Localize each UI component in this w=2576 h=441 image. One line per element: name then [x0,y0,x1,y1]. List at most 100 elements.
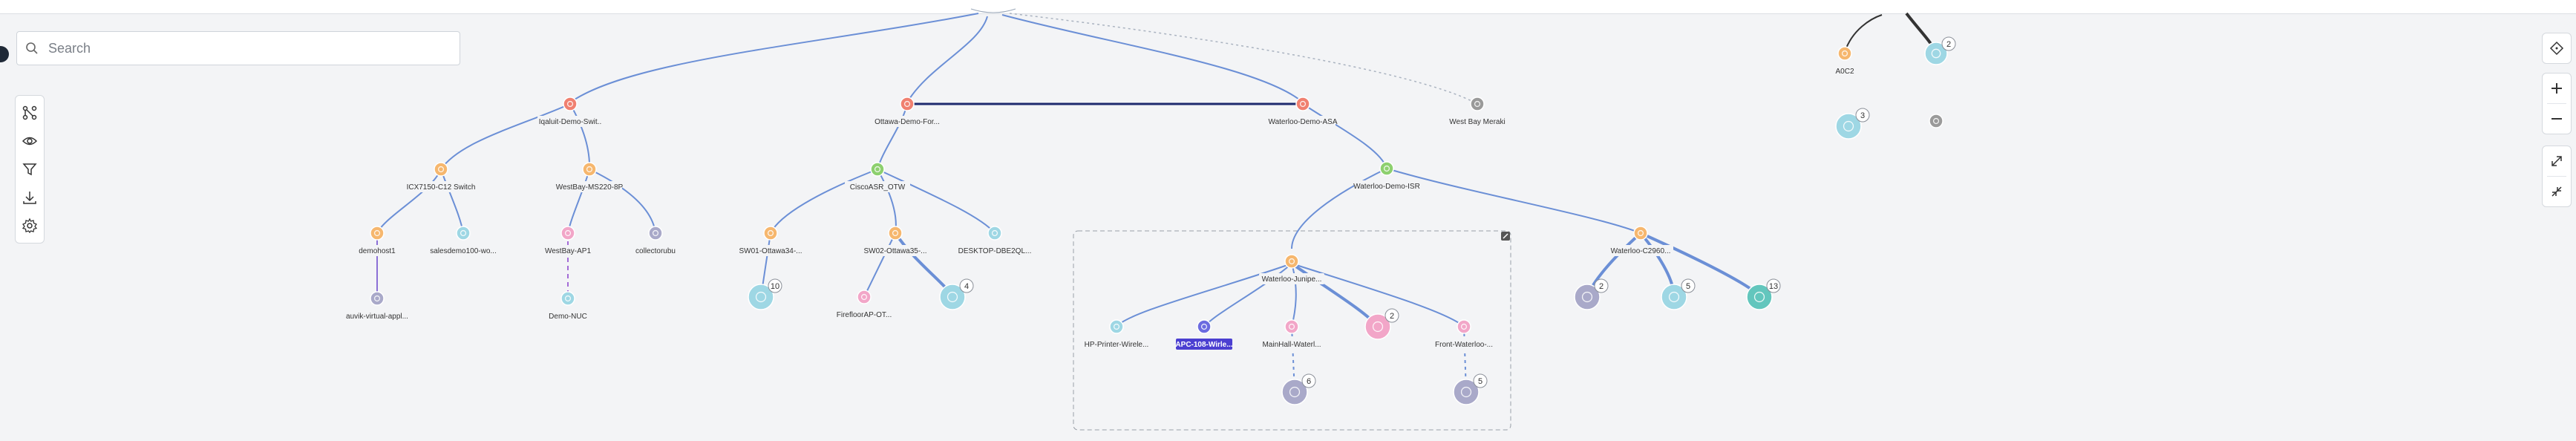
node-ffap[interactable]: FirefloorAP-OT... [831,290,897,320]
node-icon[interactable] [1470,97,1485,111]
node-tr3[interactable] [1929,114,1944,128]
node-ig[interactable]: Iqaluit-Demo-Swit.. [537,97,603,127]
node-wisr[interactable]: Waterloo-Demo-ISR [1353,161,1420,192]
node-tr1[interactable]: 2 [1924,36,1956,65]
node-icon[interactable] [1837,46,1852,61]
node-fws[interactable]: 5 [1453,373,1488,405]
node-icon[interactable] [1924,42,1948,65]
node-icon[interactable] [1835,113,1862,140]
filter-button[interactable] [16,155,44,183]
settings-button[interactable] [16,212,44,240]
download-button[interactable] [16,183,44,212]
node-wbms[interactable]: WestBay-MS220-8P [556,162,624,192]
node-icon[interactable] [1457,319,1471,334]
node-wbap[interactable]: WestBay-AP1 [535,226,601,256]
recenter-button[interactable] [2543,33,2571,63]
node-icon[interactable] [582,162,597,177]
collapse-button[interactable] [2543,177,2571,206]
node-tr2[interactable]: 3 [1835,108,1870,140]
node-icon[interactable] [748,284,774,310]
node-icon[interactable] [370,226,385,241]
node-hp[interactable]: HP-Printer-Wirele... [1084,319,1149,350]
node-icon[interactable] [1633,226,1648,241]
node-icon[interactable] [1284,319,1299,334]
node-icon[interactable] [1746,284,1773,310]
node-icx[interactable]: ICX7150-C12 Switch [407,162,476,192]
node-sw02[interactable]: SW02-Ottawa35-... [863,226,928,256]
node-label: Waterloo-Demo-ISR [1353,183,1420,191]
eye-icon [22,137,38,146]
node-icon[interactable] [1197,319,1212,334]
expand-button[interactable] [2543,146,2571,176]
search-input[interactable] [47,39,436,57]
node-sw01[interactable]: SW01-Ottawa34-... [738,226,803,256]
node-fw[interactable]: Front-Waterloo-... [1431,319,1497,350]
gear-icon [22,218,38,234]
node-label: WestBay-MS220-8P [556,183,624,192]
node-mhs[interactable]: 6 [1281,373,1316,405]
node-mh[interactable]: MainHall-Waterl... [1259,319,1324,350]
node-icon[interactable] [1379,161,1394,176]
node-icon[interactable] [1109,319,1124,334]
node-icon[interactable] [563,97,578,111]
zoom-out-button[interactable] [2543,104,2571,134]
group-expand-icon[interactable] [1501,232,1510,241]
node-icon[interactable] [857,290,872,304]
node-label: ICX7150-C12 Switch [407,183,476,192]
node-otcl2[interactable]: 4 [939,278,974,310]
node-icon[interactable] [1453,379,1480,405]
node-casr[interactable]: CiscoASR_OTW [845,162,910,192]
node-aux[interactable]: auvik-virtual-appl... [344,291,410,321]
node-icon[interactable] [1574,284,1601,310]
topology-layout-button[interactable] [16,99,44,127]
node-wb[interactable]: West Bay Meraki [1445,97,1510,127]
device-type-icon [1383,165,1390,172]
node-label: Iqaluit-Demo-Swit.. [539,118,601,126]
count-badge [1385,308,1399,323]
node-icon[interactable] [987,226,1002,241]
node-sd[interactable]: salesdemo100-wo... [430,226,497,256]
topology-nodes[interactable]: Iqaluit-Demo-Swit.. Ottawa-Demo-For... Wat… [344,36,1956,405]
node-c29a[interactable]: 2 [1574,278,1609,310]
node-icon[interactable] [456,226,471,241]
label-bg [537,116,603,127]
node-icon[interactable] [1364,313,1391,340]
node-icon[interactable] [763,226,778,241]
node-desk[interactable]: DESKTOP-DBE2QL... [958,226,1032,256]
node-otcl[interactable]: 10 [748,278,782,310]
device-type-icon [1581,291,1593,303]
node-wc29[interactable]: Waterloo-C2960... [1608,226,1673,256]
node-apc[interactable]: APC-108-Wirle... [1175,319,1233,350]
node-icon[interactable] [939,284,966,310]
node-icon[interactable] [370,291,385,306]
node-c29c[interactable]: 13 [1746,278,1781,310]
node-icon[interactable] [560,291,575,306]
node-nuc[interactable]: Demo-NUC [535,291,601,321]
node-icon[interactable] [1929,114,1944,128]
search-box[interactable] [16,31,460,65]
node-ot[interactable]: Ottawa-Demo-For... [875,97,940,127]
node-icon[interactable] [1295,97,1310,111]
node-col[interactable]: collectorubu [623,226,688,256]
node-mhc[interactable]: 2 [1364,308,1399,340]
node-icon[interactable] [434,162,448,177]
node-icon[interactable] [648,226,663,241]
count-badge-label: 5 [1478,377,1482,386]
node-wjun[interactable]: Waterloo-Junipe... [1259,254,1324,284]
node-icon[interactable] [870,162,885,177]
node-icon[interactable] [560,226,575,241]
user-badge-icon[interactable] [0,46,9,62]
node-icon[interactable] [1661,284,1687,310]
node-icon[interactable] [1284,254,1299,269]
node-c29b[interactable]: 5 [1661,278,1696,310]
node-icon[interactable] [888,226,903,241]
node-icon[interactable] [1281,379,1308,405]
visibility-button[interactable] [16,127,44,155]
node-dh1[interactable]: demohost1 [344,226,410,256]
node-icon[interactable] [900,97,915,111]
zoom-in-button[interactable] [2543,74,2571,103]
node-a0c2[interactable]: A0C2 [1812,46,1877,76]
expand-icon [2552,156,2562,166]
node-wa[interactable]: Waterloo-Demo-ASA [1269,97,1338,127]
